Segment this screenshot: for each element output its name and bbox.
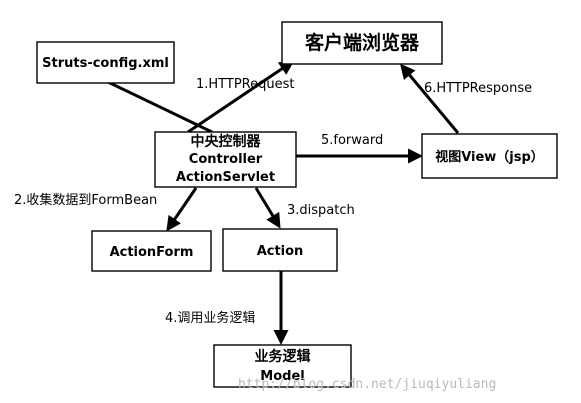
model-label-en: Model xyxy=(260,369,304,384)
line-config-to-controller xyxy=(107,80,213,134)
model-label-cn: 业务逻辑 xyxy=(255,348,311,365)
action-label: Action xyxy=(257,244,304,259)
watermark: http://blog.csdn.net/jiuqiyuliang xyxy=(238,377,496,392)
controller-box: 中央控制器 Controller ActionServlet xyxy=(154,131,297,188)
label-request: 1.HTTPRequest xyxy=(196,77,294,92)
controller-label-cn: 中央控制器 xyxy=(191,133,262,150)
arrow-request xyxy=(187,60,295,134)
label-response: 6.HTTPResponse xyxy=(424,81,532,96)
action-form-box: ActionForm xyxy=(91,230,212,272)
arrow-response xyxy=(400,63,460,134)
action-form-label: ActionForm xyxy=(110,245,194,260)
label-forward: 5.forward xyxy=(321,133,383,148)
view-box: 视图View（jsp） xyxy=(421,133,558,179)
controller-label-en: Controller xyxy=(189,152,263,167)
view-label: 视图View（jsp） xyxy=(435,149,544,165)
arrow-collect xyxy=(166,187,198,232)
controller-label-servlet: ActionServlet xyxy=(176,170,275,185)
struts-config-box: Struts-config.xml xyxy=(36,41,175,84)
browser-box: 客户端浏览器 xyxy=(281,21,443,65)
model-box: 业务逻辑 Model xyxy=(213,344,352,388)
arrow-dispatch xyxy=(254,187,281,229)
struts-config-label: Struts-config.xml xyxy=(42,56,169,71)
action-box: Action xyxy=(222,228,338,272)
label-business: 4.调用业务逻辑 xyxy=(165,310,255,326)
browser-label: 客户端浏览器 xyxy=(305,31,420,54)
label-dispatch: 3.dispatch xyxy=(287,203,355,218)
label-collect: 2.收集数据到FormBean xyxy=(14,192,157,208)
